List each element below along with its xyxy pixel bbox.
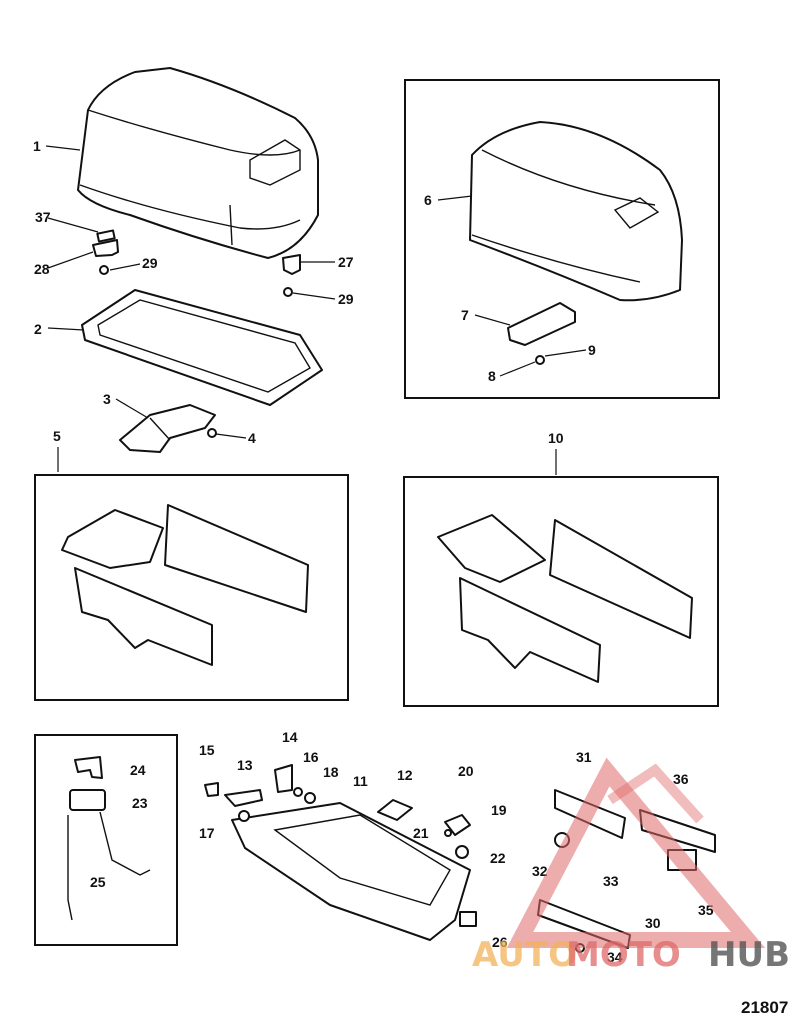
automotohub-watermark-logo: AUTO MOTO HUB (472, 757, 790, 975)
callout-label: 18 (323, 764, 339, 780)
latch-part-7-8-9 (507, 302, 576, 365)
decal-set-part-5 (61, 504, 309, 666)
callout-label: 22 (490, 850, 506, 866)
callout-label: 21 (413, 825, 429, 841)
watermark-hub: HUB (708, 935, 790, 975)
bottom-cowl-pan-part-11 (231, 802, 471, 941)
callout-label: 31 (576, 749, 592, 765)
callout-label: 34 (607, 949, 623, 965)
callout-label: 6 (424, 192, 432, 208)
callout-label: 36 (673, 771, 689, 787)
callout-label: 13 (237, 757, 253, 773)
callout-label: 7 (461, 307, 469, 323)
callout-label: 5 (53, 428, 61, 444)
box-switch-23-25 (34, 734, 178, 946)
callout-label: 30 (645, 915, 661, 931)
callout-label: 1 (33, 138, 41, 154)
box-cowl-6 (404, 79, 720, 399)
callout-label: 4 (248, 430, 256, 446)
callout-label: 10 (548, 430, 564, 446)
callout-label: 8 (488, 368, 496, 384)
callout-label: 24 (130, 762, 146, 778)
top-cowl-part-1 (77, 67, 319, 259)
decal-set-part-10 (437, 514, 693, 683)
callout-label: 28 (34, 261, 50, 277)
callout-label: 25 (90, 874, 106, 890)
watermark-moto: MOTO (566, 935, 681, 975)
box-decals-5 (34, 474, 349, 701)
callout-label: 32 (532, 863, 548, 879)
small-hardware-37-28-29-27 (92, 229, 301, 297)
figure-number: 21807 (741, 998, 788, 1017)
box-decals-10 (403, 476, 719, 707)
callout-label: 17 (199, 825, 215, 841)
callout-label: 29 (338, 291, 354, 307)
callout-label: 12 (397, 767, 413, 783)
callout-label: 23 (132, 795, 148, 811)
callout-label: 19 (491, 802, 507, 818)
callout-label: 9 (588, 342, 596, 358)
callout-label: 3 (103, 391, 111, 407)
bracket-part-3 (119, 404, 217, 453)
callout-label: 2 (34, 321, 42, 337)
callout-label: 26 (492, 934, 508, 950)
callout-label: 37 (35, 209, 51, 225)
callout-label: 27 (338, 254, 354, 270)
callout-label: 15 (199, 742, 215, 758)
callout-labels: 1 2 3 4 5 6 7 8 9 10 11 12 13 14 15 16 1… (33, 138, 714, 965)
top-cowl-part-6 (469, 121, 683, 302)
watermark-auto: AUTO (472, 935, 577, 975)
switch-harness-23-24-25 (67, 756, 151, 921)
callout-label: 11 (353, 773, 368, 789)
hardware-12-22 (204, 764, 477, 927)
leader-lines (45, 145, 587, 475)
callout-label: 16 (303, 749, 319, 765)
callout-label: 33 (603, 873, 619, 889)
seal-frame-part-2 (81, 289, 323, 406)
callout-label: 14 (282, 729, 298, 745)
callout-label: 20 (458, 763, 474, 779)
callout-label: 29 (142, 255, 158, 271)
